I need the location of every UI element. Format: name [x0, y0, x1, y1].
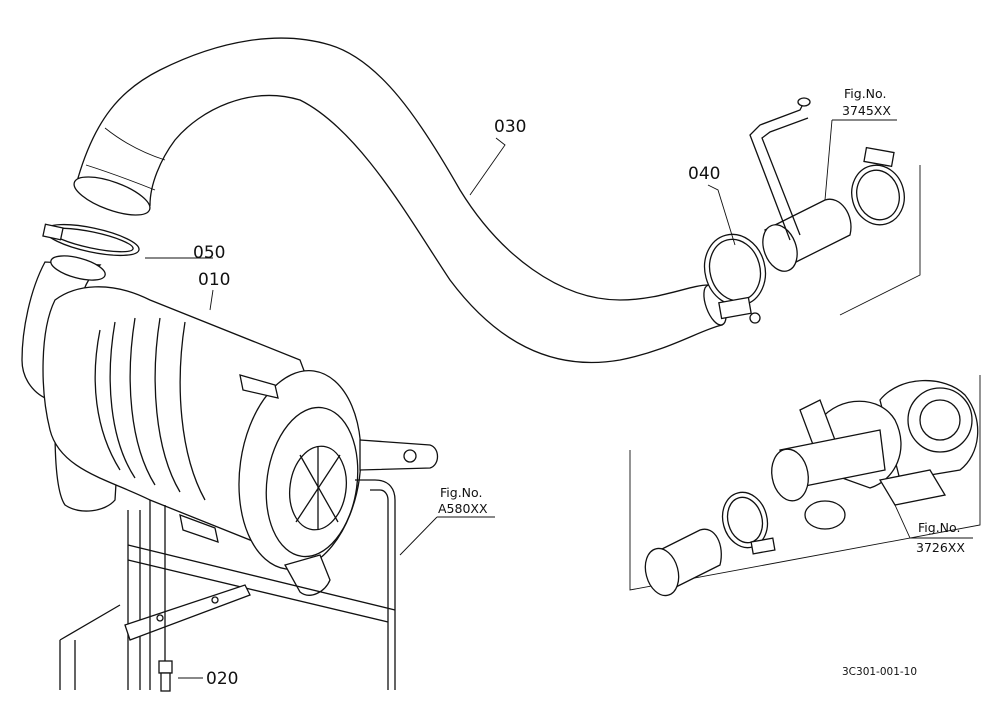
turbocharger-3726xx — [629, 375, 981, 597]
bolt-020 — [158, 660, 173, 692]
part-number-020: 020 — [206, 669, 238, 689]
drawing-code: 3C301-001-10 — [842, 666, 917, 678]
fig-ref-label-a580xx: Fig.No. — [440, 485, 482, 500]
part-number-040: 040 — [688, 164, 720, 184]
intake-pipe-3745xx — [749, 97, 921, 316]
fig-ref-number-a580xx: A580XX — [438, 501, 488, 516]
part-number-050: 050 — [193, 243, 225, 263]
frame-a580xx — [59, 479, 396, 690]
part-number-010: 010 — [198, 270, 230, 290]
leader-lines — [145, 119, 973, 679]
band-040 — [703, 233, 767, 324]
fig-ref-number-3745xx: 3745XX — [842, 103, 891, 118]
fig-ref-label-3726xx: Fig.No. — [918, 520, 960, 535]
part-number-030: 030 — [494, 117, 526, 137]
fig-ref-number-3726xx: 3726XX — [916, 540, 965, 555]
band-050 — [42, 223, 140, 257]
fig-ref-label-3745xx: Fig.No. — [844, 86, 886, 101]
air-cleaner-010 — [21, 255, 439, 596]
